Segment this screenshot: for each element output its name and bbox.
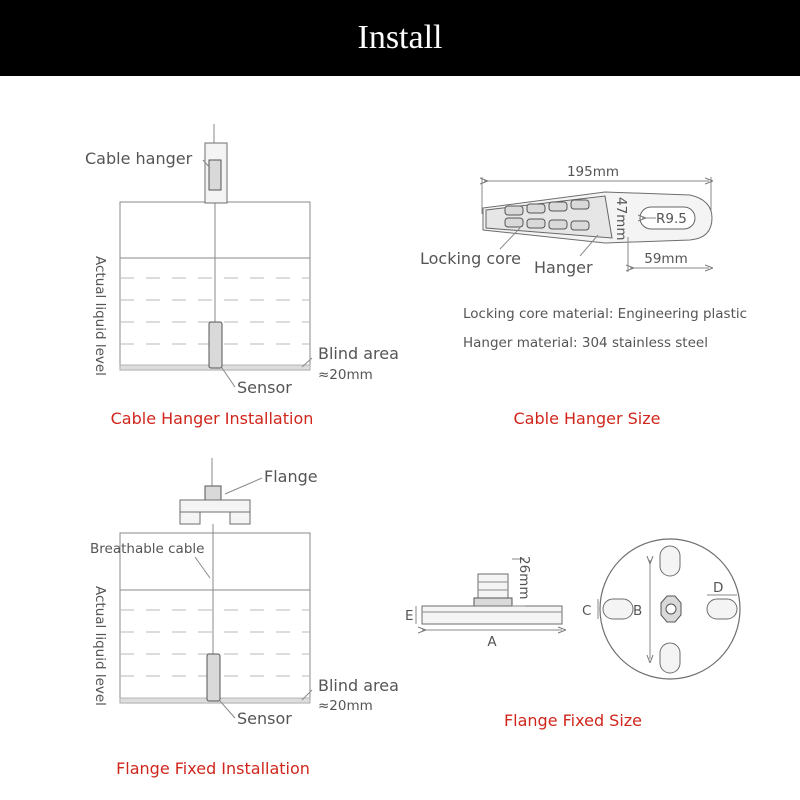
flange-installation-panel: Flange Breathable cable Actual liquid le… — [90, 458, 399, 778]
cable-hanger-installation-caption: Cable Hanger Installation — [111, 409, 314, 428]
sensor-label: Sensor — [237, 709, 292, 728]
dim-e-label: E — [405, 608, 414, 624]
dim-d-label: D — [713, 580, 723, 596]
flange-mount-left — [179, 511, 201, 525]
cable-hanger-size-caption: Cable Hanger Size — [514, 409, 661, 428]
dim-a-label: A — [487, 634, 497, 650]
flange-plate-side — [421, 605, 563, 625]
actual-liquid-level-label: Actual liquid level — [92, 256, 108, 376]
flange-size-caption: Flange Fixed Size — [504, 711, 642, 730]
mount-slot-top — [659, 545, 681, 577]
core-slot — [570, 199, 590, 210]
cable-hanger-core — [208, 159, 222, 191]
mount-slot-bottom — [659, 642, 681, 674]
length-dimension: 195mm — [567, 164, 619, 180]
mount-slot-right — [706, 598, 738, 620]
leader-line — [194, 556, 211, 579]
width-dimension: 47mm — [613, 197, 629, 240]
hanger-material: Hanger material: 304 stainless steel — [463, 335, 708, 351]
sensor-probe — [206, 653, 221, 702]
flange-label: Flange — [264, 467, 318, 486]
leader-line — [301, 689, 313, 701]
sensor-label: Sensor — [237, 378, 292, 397]
cable-hanger-installation-panel: Cable hanger Actual liquid level Blind a… — [85, 124, 399, 428]
blind-area-label: Blind area — [318, 676, 399, 695]
core-slot — [548, 219, 568, 230]
install-diagram: Cable hanger Actual liquid level Blind a… — [85, 124, 747, 778]
gland-nut — [473, 597, 513, 607]
leader-line — [579, 234, 599, 257]
actual-liquid-level-label: Actual liquid level — [92, 586, 108, 706]
flange-mount-right — [229, 511, 251, 525]
leader-line — [499, 227, 521, 250]
sensor-probe — [208, 321, 223, 369]
cable-hanger-label: Cable hanger — [85, 149, 193, 168]
flange-gland — [204, 485, 222, 501]
dim-b-label: B — [633, 603, 642, 619]
height-dimension: 26mm — [516, 556, 532, 599]
leader-line — [219, 700, 236, 719]
page-title: Install — [357, 19, 443, 56]
mount-slot-left — [602, 598, 634, 620]
core-slot — [548, 201, 568, 212]
hanger-label: Hanger — [534, 258, 593, 277]
breathable-cable-label: Breathable cable — [90, 541, 204, 557]
tail-dimension: 59mm — [644, 251, 687, 267]
blind-area-value: ≈20mm — [318, 367, 373, 383]
leader-line — [221, 367, 236, 388]
core-slot — [504, 217, 524, 228]
cable-hanger-size-panel: 195mm R9.5 47mm 59mm Locking core Hanger… — [420, 164, 747, 428]
leader-line — [202, 159, 211, 169]
leader-line — [301, 357, 313, 368]
locking-core-label: Locking core — [420, 249, 521, 268]
core-slot — [526, 218, 546, 229]
flange-installation-caption: Flange Fixed Installation — [116, 759, 310, 778]
blind-area-value: ≈20mm — [318, 698, 373, 714]
core-slot — [526, 203, 546, 214]
dim-c-label: C — [582, 603, 591, 619]
center-hole — [665, 603, 677, 615]
leader-line — [224, 477, 263, 495]
locking-core-material: Locking core material: Engineering plast… — [463, 306, 747, 322]
core-slot — [504, 205, 524, 216]
flange-size-panel: 26mm A E B C D Flange Fixed Size — [405, 538, 741, 730]
core-slot — [570, 220, 590, 231]
flange-plate — [179, 499, 251, 513]
radius-dimension: R9.5 — [656, 211, 687, 227]
blind-area-label: Blind area — [318, 344, 399, 363]
header-banner: Install — [0, 0, 800, 76]
